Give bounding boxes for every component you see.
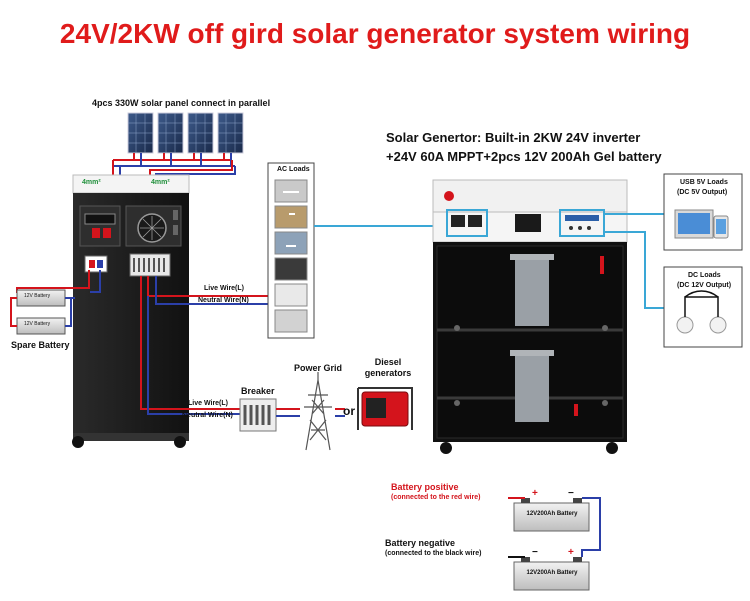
svg-text:−: − (568, 488, 574, 499)
ac-loads-label: AC Loads (277, 166, 310, 173)
breaker-label: Breaker (241, 386, 275, 396)
power-grid-label: Power Grid (294, 363, 343, 373)
page-title: 24V/2KW off gird solar generator system … (59, 18, 691, 49)
solar-panel (187, 112, 214, 154)
usb-loads-title: USB 5V Loads (680, 179, 728, 186)
solar-panel (127, 112, 154, 154)
svg-text:+: + (532, 488, 538, 499)
grid-wires (276, 408, 345, 417)
svg-text:+: + (568, 547, 574, 558)
breaker-box (239, 398, 277, 432)
usb-loads-panel (663, 173, 743, 251)
solar-generator-cabinet (432, 179, 628, 454)
generator-description-line-2: +24V 60A MPPT+2pcs 12V 200Ah Gel battery (386, 149, 662, 164)
or-label: or (343, 404, 355, 418)
solar-panel-array (127, 112, 244, 154)
battery-negative-title: Battery negative (385, 538, 456, 548)
live-wire-label-upper: Live Wire(L) (204, 285, 244, 292)
diesel-generator (357, 387, 413, 430)
spare-battery-caption: Spare Battery (11, 340, 70, 350)
spare-battery-label-2: 12V Battery (24, 321, 51, 327)
main-battery-bank (508, 497, 601, 591)
dc-loads-subtitle: (DC 12V Output) (677, 282, 732, 289)
dc-loads-title: DC Loads (688, 272, 721, 279)
cable-size-left: 4mm² (82, 179, 101, 186)
spare-battery-bank (10, 289, 75, 335)
solar-panel-caption: 4pcs 330W solar panel connect in paralle… (92, 98, 271, 108)
battery-label-upper: 12V200Ah Battery (526, 511, 578, 517)
left-cabinet-wires (16, 270, 268, 415)
live-wire-label-lower: Live Wire(L) (188, 400, 228, 407)
usb-loads-subtitle: (DC 5V Output) (677, 189, 728, 196)
battery-positive-note: (connected to the red wire) (391, 494, 481, 501)
battery-terminal-signs: + − − + (532, 488, 574, 558)
battery-positive-title: Battery positive (391, 482, 459, 492)
cable-size-right: 4mm² (151, 179, 170, 186)
diesel-generator-label: Diesel generators (364, 357, 412, 378)
generator-description-line-1: Solar Genertor: Built-in 2KW 24V inverte… (386, 130, 641, 145)
solar-panel (157, 112, 184, 154)
battery-label-lower: 12V200Ah Battery (526, 570, 578, 576)
dc-output-links (604, 213, 665, 309)
power-grid-tower (304, 372, 332, 451)
neutral-wire-label-upper: Neutral Wire(N) (198, 297, 249, 304)
neutral-wire-label-lower: Neutral Wire(N) (182, 412, 233, 419)
dc-loads-panel (663, 266, 743, 348)
battery-negative-note: (connected to the black wire) (385, 550, 482, 557)
spare-battery-label-1: 12V Battery (24, 293, 51, 299)
solar-panel (217, 112, 244, 154)
svg-text:−: − (532, 547, 538, 558)
left-generator-cabinet (72, 174, 190, 448)
ac-loads-panel (267, 162, 315, 339)
